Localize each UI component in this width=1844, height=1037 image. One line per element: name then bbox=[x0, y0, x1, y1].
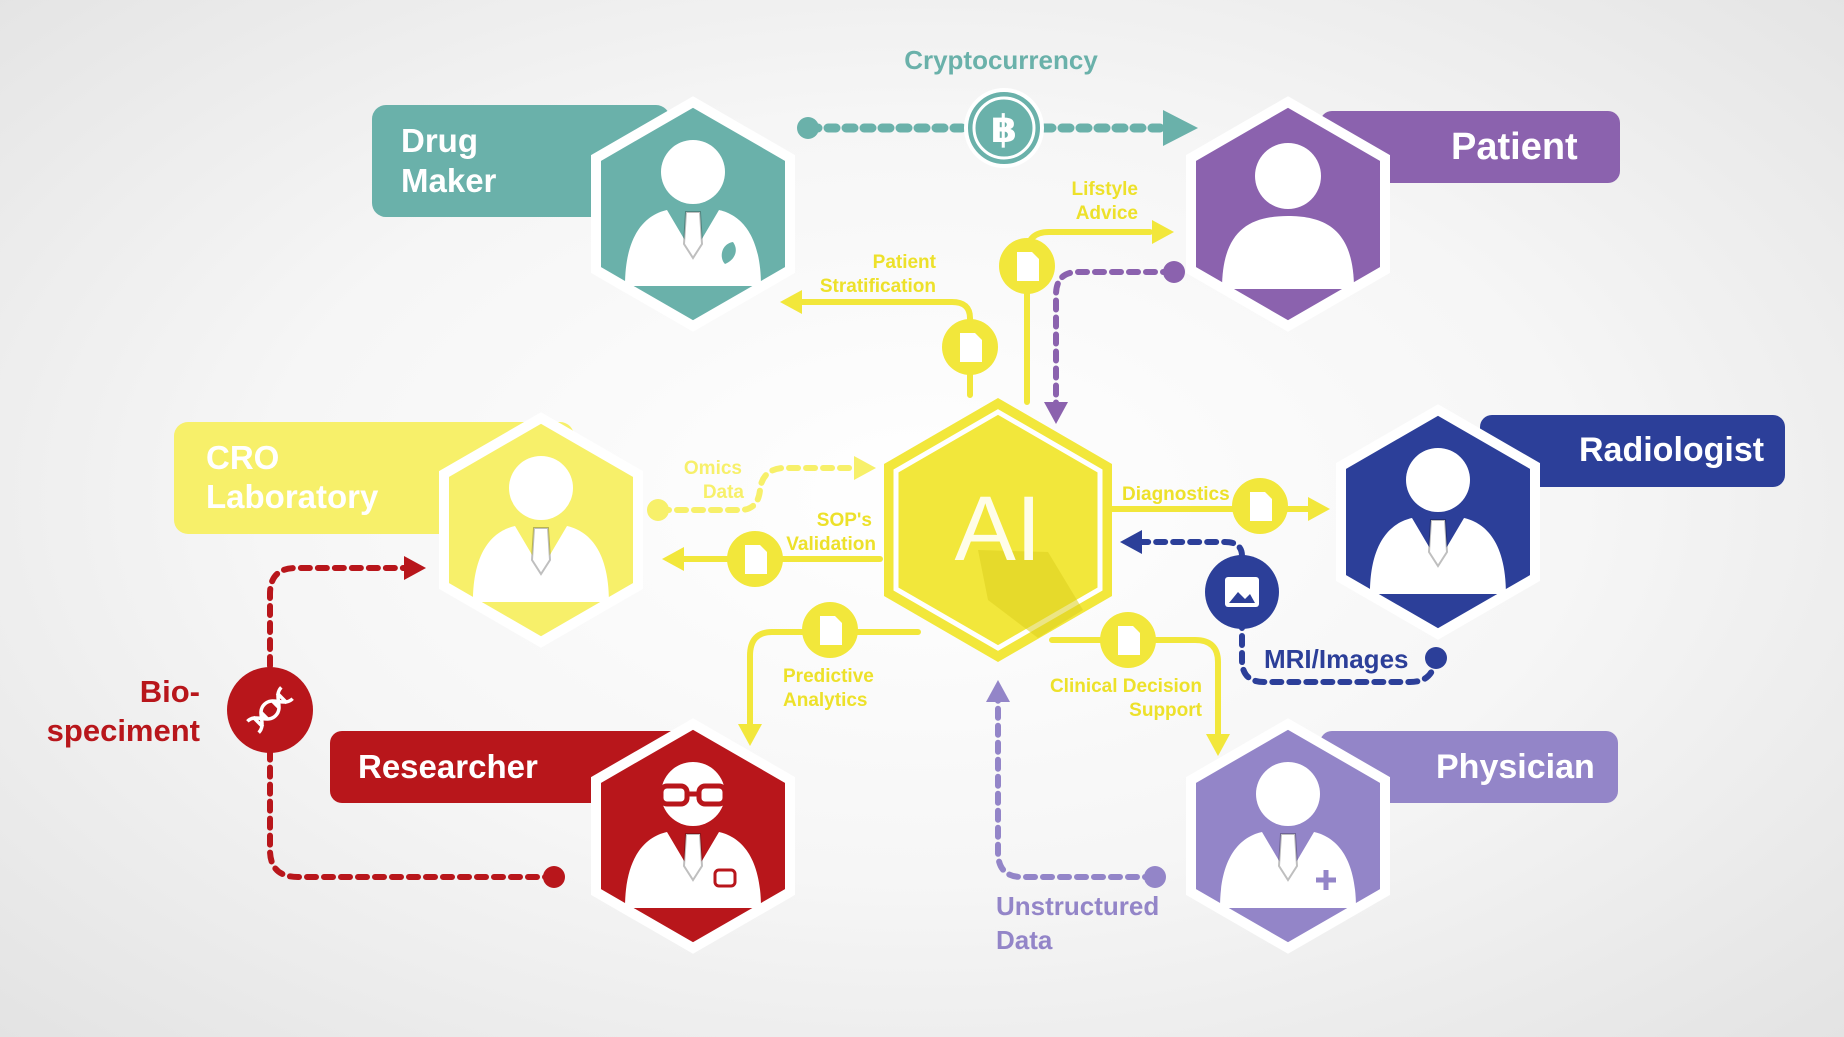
unstructured-data-line2: Data bbox=[996, 925, 1053, 955]
dna-icon bbox=[246, 686, 294, 734]
biospeciment-line2: speciment bbox=[47, 713, 200, 748]
biospeciment-line1: Bio- bbox=[140, 674, 200, 709]
patient-hexagon bbox=[1186, 96, 1390, 332]
stratification-document-badge bbox=[942, 319, 998, 375]
omics-arrowhead bbox=[854, 456, 876, 480]
predictive-analytics-line2: Analytics bbox=[783, 690, 867, 711]
predictive-analytics-line1: Predictive bbox=[783, 666, 874, 687]
physician-node bbox=[1186, 718, 1390, 954]
mri-images-label: MRI/Images bbox=[1264, 644, 1409, 674]
mri-image-badge bbox=[1205, 555, 1279, 629]
solid-flows bbox=[677, 229, 1313, 745]
unstructured-arrowhead bbox=[986, 680, 1010, 702]
ai-label: AI bbox=[955, 478, 1042, 580]
flow-labels: Cryptocurrency Lifstyle Advice Patient S… bbox=[47, 45, 1409, 955]
patient-stratification-line1: Patient bbox=[873, 252, 937, 273]
predictive-arrowhead bbox=[738, 724, 762, 746]
lifestyle-advice-line2: Advice bbox=[1076, 203, 1138, 224]
ai-hexagon-ring bbox=[893, 409, 1103, 651]
ai-node: AI bbox=[884, 398, 1112, 662]
document-badges: ฿ bbox=[227, 88, 1288, 753]
radiologist-label: Radiologist bbox=[1579, 431, 1764, 469]
mri-images-link bbox=[1137, 539, 1438, 685]
dna-badge bbox=[227, 667, 313, 753]
sops-arrowhead bbox=[662, 547, 684, 571]
radiologist-node bbox=[1336, 404, 1540, 640]
medical-cross-icon bbox=[1316, 870, 1336, 890]
endpoint-dots bbox=[543, 117, 1447, 888]
biospeciment-link bbox=[267, 565, 557, 880]
diagnostics-document-badge bbox=[1232, 478, 1288, 534]
drug-maker-label-line2: Maker bbox=[401, 162, 497, 199]
lifestyle-document-badge bbox=[999, 238, 1055, 294]
cro-node bbox=[439, 412, 643, 648]
drug-maker-label-line1: Drug bbox=[401, 122, 478, 159]
predictive-document-badge bbox=[802, 602, 858, 658]
role-labels: Drug Maker Patient CRO Laboratory Radiol… bbox=[206, 122, 1764, 786]
document-icon bbox=[1250, 492, 1272, 521]
researcher-label: Researcher bbox=[358, 748, 538, 785]
patient-tab bbox=[1320, 111, 1620, 183]
clinical-decision-line1: Clinical Decision bbox=[1050, 676, 1202, 697]
stratification-arrowhead bbox=[780, 290, 802, 314]
diagnostics-arrowhead bbox=[1308, 497, 1330, 521]
document-icon bbox=[1118, 626, 1140, 655]
drug-maker-node bbox=[591, 96, 795, 332]
omics-data-line1: Omics bbox=[684, 458, 742, 479]
sops-validation-line2: Validation bbox=[786, 534, 876, 555]
arrowheads bbox=[404, 110, 1330, 756]
cro-label-line1: CRO bbox=[206, 439, 279, 476]
bitcoin-badge: ฿ bbox=[964, 88, 1044, 168]
mri-arrowhead bbox=[1120, 530, 1142, 554]
sops-validation-line1: SOP's bbox=[817, 510, 872, 531]
crypto-arrowhead bbox=[1163, 110, 1198, 146]
lifestyle-advice-line1: Lifstyle bbox=[1071, 179, 1138, 200]
cryptocurrency-label: Cryptocurrency bbox=[904, 45, 1098, 75]
researcher-node bbox=[591, 718, 795, 954]
omics-data-link bbox=[657, 465, 863, 513]
bitcoin-icon: ฿ bbox=[991, 107, 1017, 151]
patient-stratification-line2: Stratification bbox=[820, 276, 936, 297]
patient-data-start-dot bbox=[1163, 261, 1185, 283]
unstructured-data-line1: Unstructured bbox=[996, 891, 1159, 921]
document-icon bbox=[1017, 252, 1039, 281]
sops-document-badge bbox=[727, 531, 783, 587]
clinical-decision-line2: Support bbox=[1129, 700, 1202, 721]
cro-label-line2: Laboratory bbox=[206, 478, 379, 515]
patient-node bbox=[1186, 96, 1390, 332]
clinical-decision-link bbox=[1049, 637, 1221, 745]
physician-label: Physician bbox=[1436, 748, 1595, 786]
clinical-arrowhead bbox=[1206, 734, 1230, 756]
document-icon bbox=[820, 616, 842, 645]
biospeciment-arrowhead bbox=[404, 556, 426, 580]
patient-label: Patient bbox=[1451, 126, 1578, 168]
physician-tab bbox=[1320, 731, 1618, 803]
document-icon bbox=[745, 545, 767, 574]
unstructured-data-link bbox=[995, 697, 1157, 880]
glasses-icon bbox=[658, 783, 728, 807]
clinical-document-badge bbox=[1100, 612, 1156, 668]
lifestyle-arrowhead bbox=[1152, 220, 1174, 244]
leaf-icon bbox=[721, 242, 736, 264]
patient-data-arrowhead bbox=[1044, 402, 1068, 424]
diagnostics-label: Diagnostics bbox=[1122, 484, 1230, 505]
omics-start-dot bbox=[647, 499, 669, 521]
patient-to-ai-link bbox=[1053, 269, 1175, 408]
document-icon bbox=[960, 333, 982, 362]
pocket-icon bbox=[713, 868, 737, 888]
biospeciment-start-dot bbox=[543, 866, 565, 888]
predictive-analytics-link bbox=[747, 629, 921, 733]
omics-data-line2: Data bbox=[703, 482, 745, 503]
connector-lines bbox=[267, 123, 1438, 880]
patient-stratification-link bbox=[792, 299, 973, 398]
mri-start-dot bbox=[1425, 647, 1447, 669]
unstructured-start-dot bbox=[1144, 866, 1166, 888]
crypto-start-dot bbox=[797, 117, 819, 139]
radiologist-tab bbox=[1480, 415, 1785, 487]
ai-shadow bbox=[978, 550, 1083, 638]
